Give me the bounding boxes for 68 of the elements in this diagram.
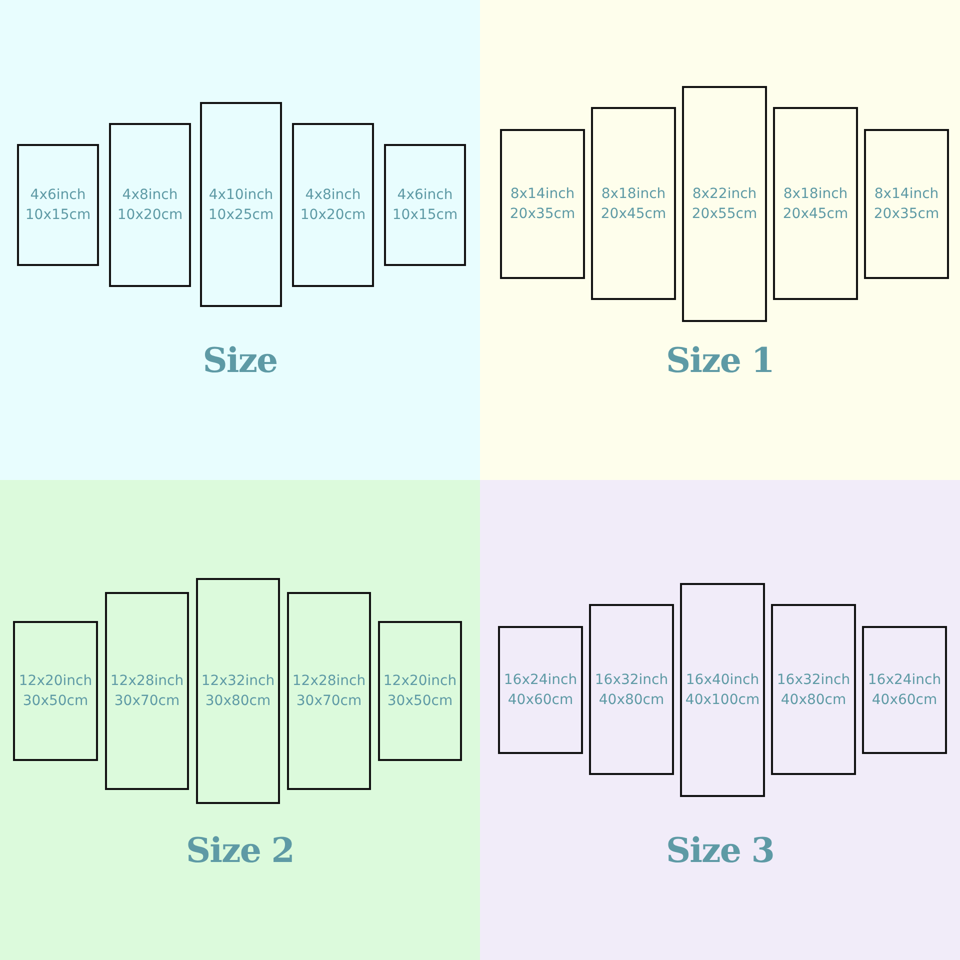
dimension-text: 12x20inch (383, 672, 457, 691)
dimension-text: 20x35cm (874, 205, 940, 224)
size-title: Size 3 (665, 831, 775, 871)
dimension-text: 8x22inch (692, 185, 757, 204)
dimension-text: 10x20cm (300, 206, 366, 225)
canvas-panel (384, 144, 466, 266)
size-panel (480, 0, 960, 480)
dimension-text: 12x32inch (201, 672, 275, 691)
canvas-panel (771, 604, 856, 775)
canvas-panel (17, 144, 99, 266)
dimension-text: 16x40inch (686, 671, 760, 690)
dimension-text: 4x8inch (122, 186, 178, 205)
canvas-panel (196, 578, 280, 804)
dimension-text: 40x100cm (685, 691, 760, 710)
size-title: Size 1 (665, 341, 775, 381)
canvas-panel (13, 621, 98, 761)
canvas-panel (109, 123, 191, 287)
dimension-text: 12x28inch (110, 672, 184, 691)
dimension-text: 40x60cm (508, 691, 574, 710)
dimension-text: 12x20inch (18, 672, 92, 691)
canvas-panel (378, 621, 462, 761)
dimension-text: 4x8inch (305, 186, 361, 205)
canvas-panel (105, 592, 189, 790)
canvas-panel (500, 129, 585, 279)
canvas-panel (773, 107, 858, 300)
dimension-text: 40x80cm (780, 690, 846, 710)
canvas-panel (864, 129, 949, 279)
dimension-text: 12x28inch (292, 672, 366, 691)
dimension-text: 16x32inch (776, 670, 850, 690)
dimension-text: 20x35cm (510, 205, 576, 224)
size-title: Size 2 (185, 831, 295, 871)
dimension-text: 10x25cm (208, 206, 274, 224)
canvas-panel (589, 604, 674, 775)
dimension-text: 10x15cm (392, 206, 458, 225)
dimension-text: 30x50cm (22, 692, 88, 711)
dimension-text: 30x70cm (114, 692, 180, 711)
dimension-text: 4x10inch (208, 186, 274, 204)
dimension-text: 40x80cm (598, 690, 664, 710)
dimension-text: 40x60cm (872, 691, 938, 710)
dimension-text: 16x32inch (594, 670, 668, 690)
size-panel (0, 0, 480, 480)
dimension-text: 20x55cm (692, 205, 758, 224)
canvas-panel (682, 86, 767, 322)
dimension-text: 16x24inch (868, 671, 942, 690)
dimension-text: 8x18inch (601, 184, 666, 204)
dimension-text: 8x14inch (874, 185, 939, 204)
dimension-text: 10x15cm (25, 206, 91, 225)
dimension-text: 20x45cm (600, 204, 666, 224)
dimension-text: 30x80cm (205, 692, 271, 711)
canvas-panel (680, 583, 765, 797)
size-title: Size (202, 341, 278, 381)
canvas-panel (287, 592, 371, 790)
dimension-text: 10x20cm (117, 206, 183, 225)
canvas-panel (862, 626, 947, 754)
canvas-panel (200, 102, 282, 307)
dimension-text: 30x50cm (387, 692, 453, 711)
dimension-text: 16x24inch (504, 671, 578, 690)
size-panel (0, 480, 480, 960)
dimension-text: 8x18inch (783, 184, 848, 204)
dimension-text: 8x14inch (510, 185, 575, 204)
size-panel (480, 480, 960, 960)
canvas-panel (292, 123, 374, 287)
canvas-panel (591, 107, 676, 300)
dimension-text: 4x6inch (30, 186, 86, 205)
canvas-panel (498, 626, 583, 754)
dimension-text: 20x45cm (782, 204, 848, 224)
dimension-text: 30x70cm (296, 692, 362, 711)
dimension-text: 4x6inch (397, 186, 453, 205)
